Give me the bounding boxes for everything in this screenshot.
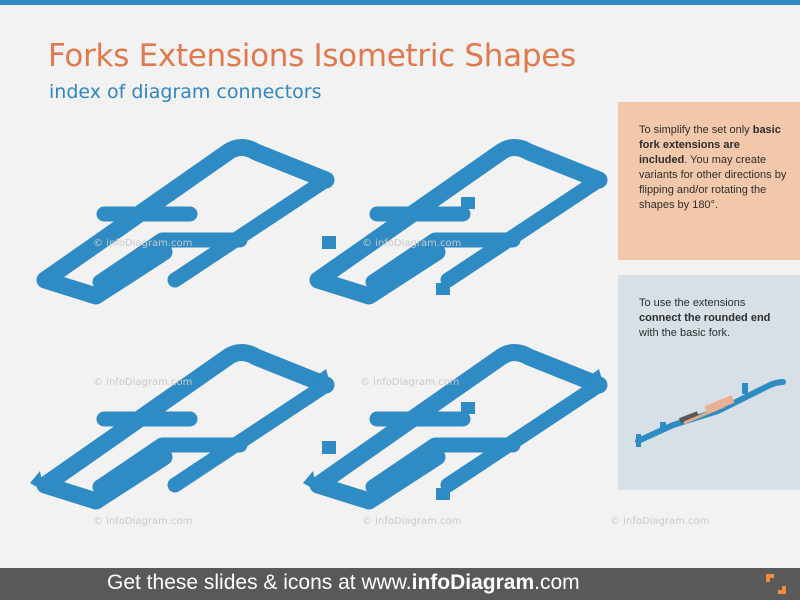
- note-simplify-part1: To simplify the set only: [639, 124, 753, 136]
- infodiagram-logo-icon: [766, 574, 786, 594]
- note-usage-part2: with the basic fork.: [639, 327, 731, 339]
- watermark-5: © infoDiagram.com: [93, 516, 192, 527]
- watermark-4: © infoDiagram.com: [360, 377, 459, 388]
- footer-bar: Get these slides & icons at www.infoDiag…: [0, 568, 800, 600]
- fork-extension-shape-1: [45, 148, 326, 297]
- note-box-simplify: To simplify the set only basic fork exte…: [618, 102, 800, 260]
- fork-extension-shape-3: [30, 353, 330, 502]
- top-accent-bar: [0, 0, 800, 5]
- note-simplify-bold: basic fork extensions are included: [639, 124, 781, 166]
- page-title: Forks Extensions Isometric Shapes: [48, 38, 576, 74]
- watermark-3: © infoDiagram.com: [93, 377, 192, 388]
- note-simplify-text: To simplify the set only basic fork exte…: [639, 123, 789, 213]
- footer-suffix: .com: [534, 571, 580, 594]
- watermark-6: © infoDiagram.com: [362, 516, 461, 527]
- footer-text: Get these slides & icons at www.infoDiag…: [107, 571, 580, 595]
- note-usage-part1: To use the extensions: [639, 297, 746, 309]
- usage-example-illustration: [635, 379, 786, 447]
- page-subtitle: index of diagram connectors: [49, 81, 322, 103]
- footer-brand: infoDiagram: [411, 571, 535, 594]
- watermark-1: © infoDiagram.com: [93, 238, 192, 249]
- watermark-7: © infoDiagram.com: [610, 516, 709, 527]
- fork-extension-shape-4: [303, 353, 603, 502]
- footer-prefix: Get these slides & icons at www.: [107, 571, 412, 594]
- fork-extension-shape-2: [318, 148, 599, 297]
- note-simplify-part2: . You may create variants for other dire…: [639, 154, 787, 211]
- note-usage-text: To use the extensions connect the rounde…: [639, 296, 789, 341]
- note-usage-bold: connect the rounded end: [639, 312, 771, 324]
- note-box-usage: To use the extensions connect the rounde…: [618, 275, 800, 490]
- watermark-2: © infoDiagram.com: [362, 238, 461, 249]
